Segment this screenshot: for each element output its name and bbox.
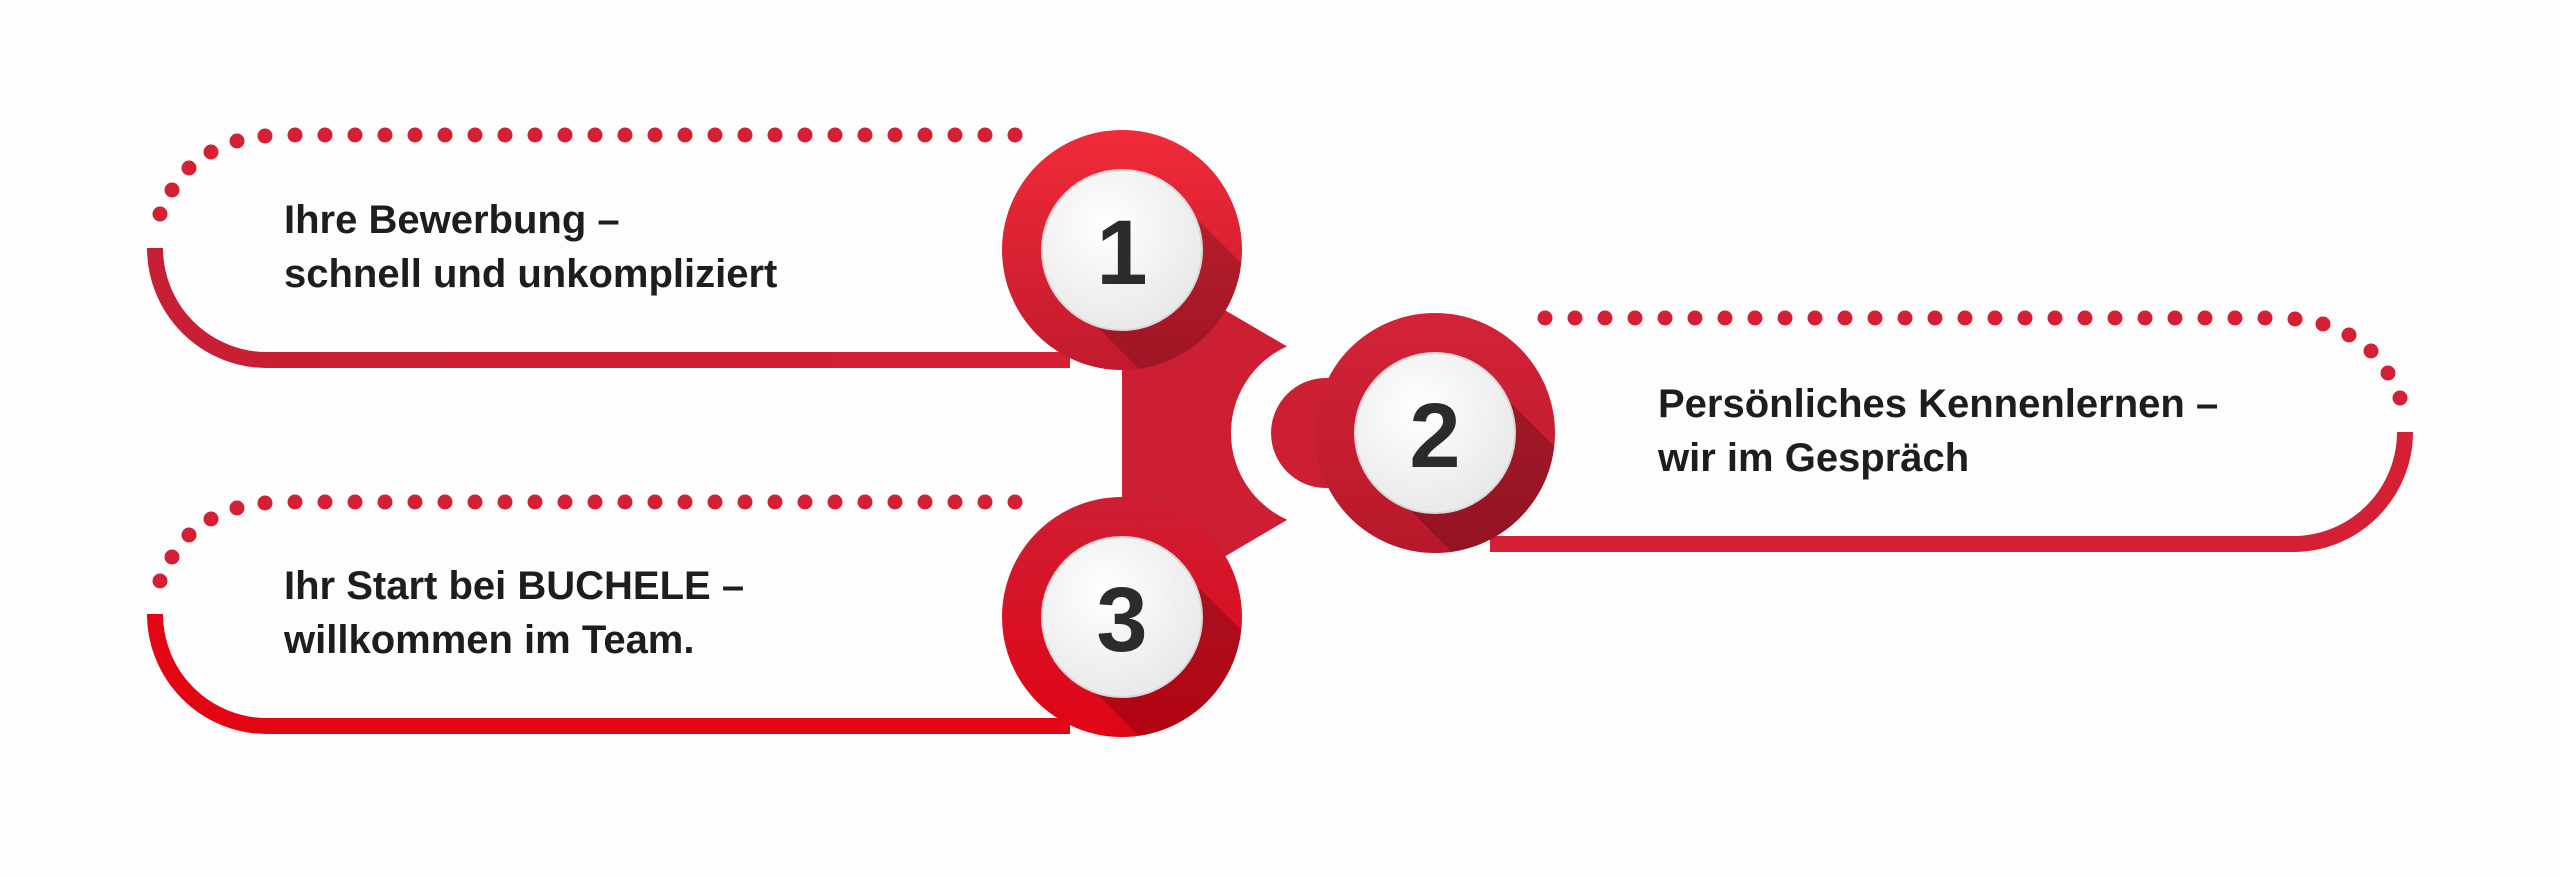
step-2-solid-outline bbox=[1490, 431, 2413, 552]
step-3-text: Ihr Start bei BUCHELE – willkommen im Te… bbox=[284, 559, 744, 667]
step-2-number-disc bbox=[1354, 352, 1516, 514]
step-2-title: Persönliches Kennenlernen – bbox=[1658, 382, 2219, 426]
step-1-dotted-outline bbox=[152, 127, 1023, 222]
step-1-number-disc bbox=[1041, 169, 1203, 331]
step-1-text: Ihre Bewerbung – schnell und unkomplizie… bbox=[284, 193, 777, 301]
step-3-solid-outline bbox=[147, 613, 1070, 734]
step-3-number: 3 bbox=[1096, 569, 1147, 671]
step-2-subtitle: wir im Gespräch bbox=[1658, 436, 1970, 480]
step-1-solid-outline bbox=[147, 247, 1070, 368]
step-3-badge: 3 bbox=[1002, 497, 1242, 737]
step-3-dotted-outline bbox=[152, 494, 1023, 589]
step-3-subtitle: willkommen im Team. bbox=[284, 618, 695, 662]
step-3-title: Ihr Start bei BUCHELE – bbox=[284, 564, 745, 608]
step-1-title: Ihre Bewerbung – bbox=[284, 198, 620, 242]
step-2-number: 2 bbox=[1409, 385, 1460, 487]
step-2-badge: 2 bbox=[1315, 313, 1555, 553]
step-3-frame bbox=[147, 494, 1070, 734]
step-1-frame bbox=[147, 127, 1070, 368]
step-2-frame bbox=[1490, 310, 2413, 552]
step-2-dotted-outline bbox=[1537, 310, 2408, 406]
step-2-text: Persönliches Kennenlernen – wir im Gespr… bbox=[1658, 377, 2218, 485]
step-3-number-disc bbox=[1041, 536, 1203, 698]
step-1-number: 1 bbox=[1096, 202, 1147, 304]
step-1-subtitle: schnell und unkompliziert bbox=[284, 252, 778, 296]
step-1-badge: 1 bbox=[1002, 130, 1242, 370]
